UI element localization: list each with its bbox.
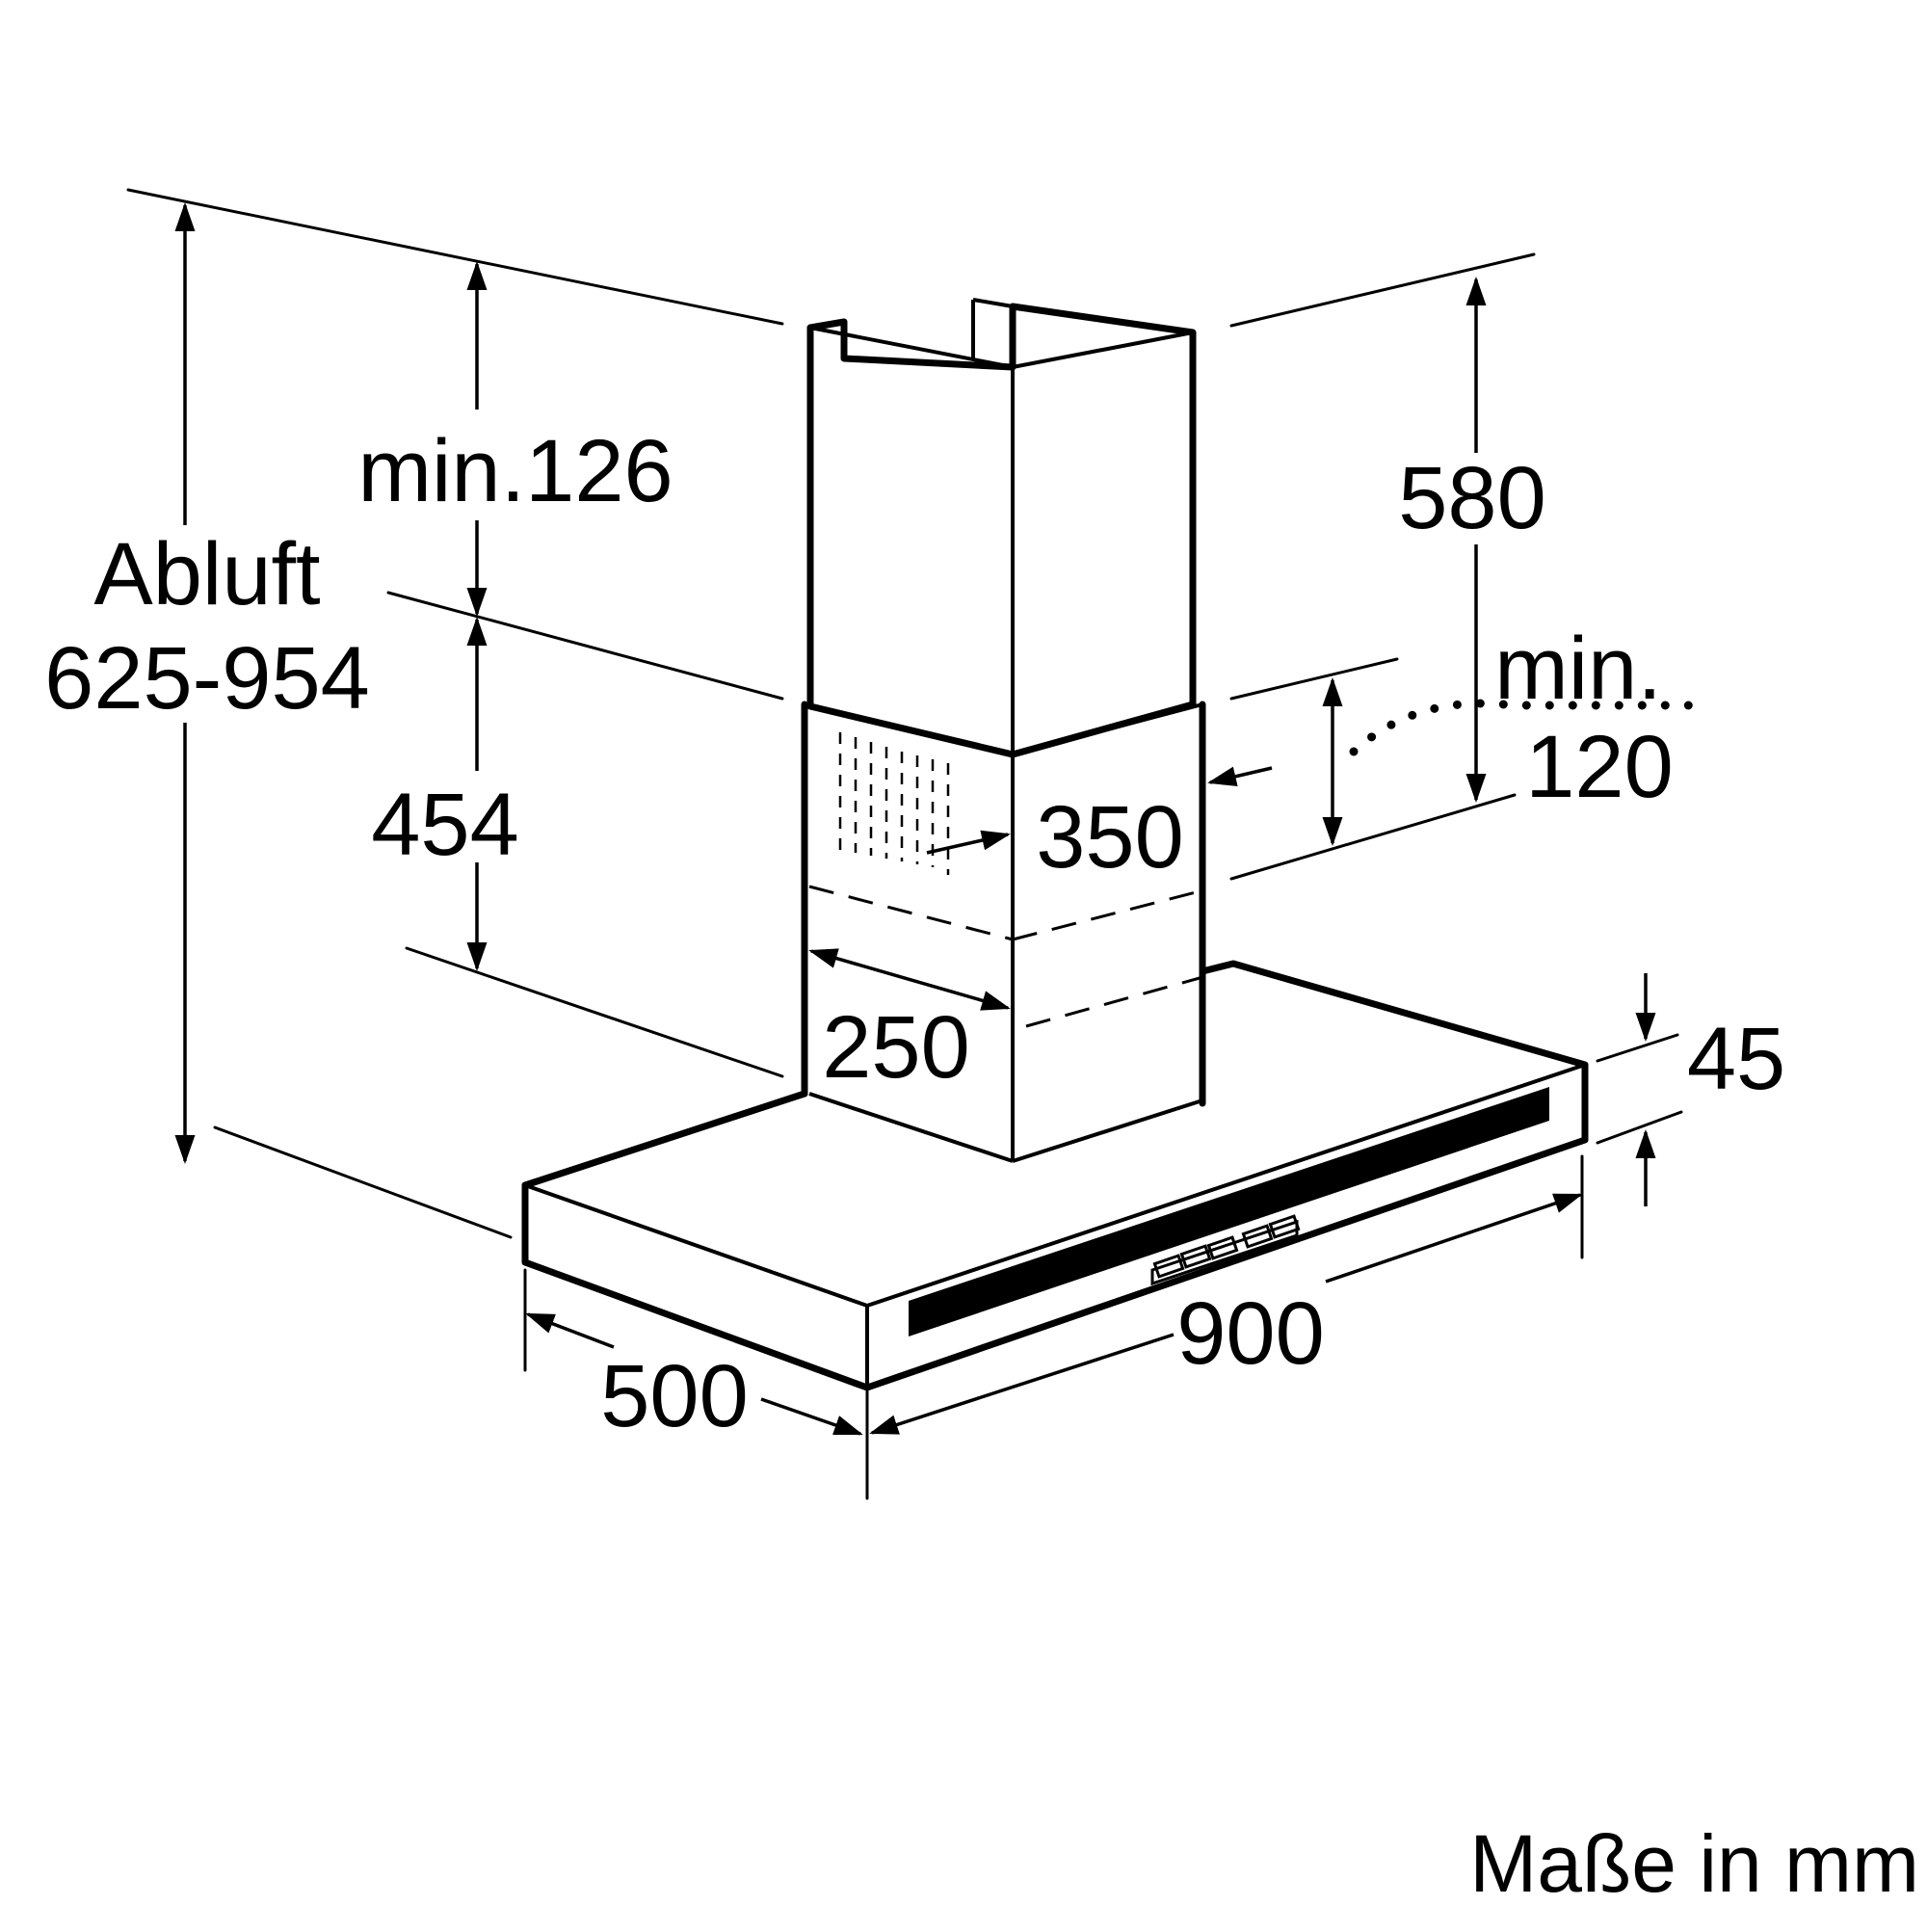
label-exhaust-word: Abluft <box>93 525 320 623</box>
label-chimney-lower-height: 454 <box>371 776 519 874</box>
extension-lines <box>126 188 1683 1500</box>
label-chimney-depth: 250 <box>822 998 970 1097</box>
label-canopy-width: 900 <box>1176 1284 1325 1383</box>
label-units-note: Maße in mm <box>1469 1818 1919 1909</box>
dimension-lines <box>174 202 1708 1436</box>
label-min-chimney-gap: min.126 <box>357 422 673 520</box>
control-buttons <box>1150 1214 1301 1286</box>
label-chimney-upper-height: 580 <box>1398 449 1546 547</box>
label-min-word: min. <box>1494 620 1662 718</box>
vent-grill <box>838 732 950 875</box>
label-canopy-depth: 500 <box>600 1347 749 1445</box>
label-min-gap-value: 120 <box>1525 718 1674 816</box>
label-exhaust-range: 625-954 <box>44 629 370 728</box>
chimney-lower <box>801 701 1206 1163</box>
canopy <box>521 960 1589 1391</box>
canopy-front-panel <box>909 1087 1549 1337</box>
label-chimney-width: 350 <box>1036 788 1184 887</box>
label-canopy-thickness: 45 <box>1687 1010 1785 1108</box>
chimney-upper <box>806 298 1197 758</box>
